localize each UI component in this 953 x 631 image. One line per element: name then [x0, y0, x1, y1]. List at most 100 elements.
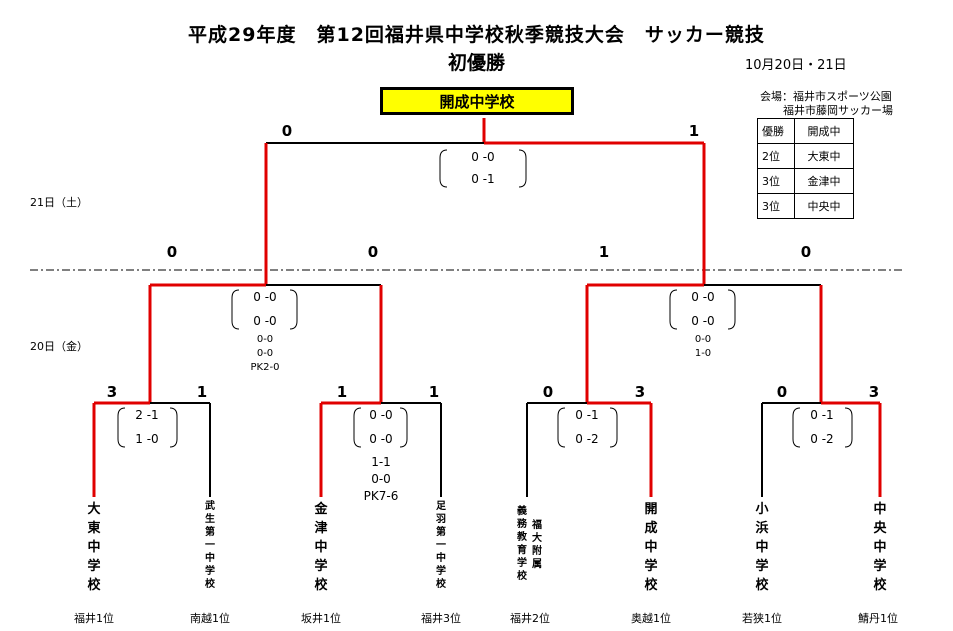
results-table: 優勝開成中 2位大東中 3位金津中 3位中央中	[757, 118, 854, 219]
team-char: 羽	[436, 514, 446, 525]
result-team: 大東中	[794, 143, 854, 169]
qf3-right-score: 3	[634, 383, 646, 401]
team-char: 義	[517, 506, 527, 517]
team-char: 校	[873, 578, 887, 593]
team-chuo: 中央中学校	[870, 500, 890, 595]
team-qualifier: 坂井1位	[301, 612, 341, 625]
semi1-left-score: 0	[166, 243, 178, 261]
team-fukudai-col1: 福大附属	[530, 519, 544, 571]
team-char: 金	[314, 502, 328, 517]
qf2-half1: 0 -0	[369, 408, 393, 422]
semi1-extra-2: 0-0	[256, 348, 274, 359]
team-char: 第	[205, 527, 215, 538]
team-char: 中	[205, 553, 215, 564]
team-char: 学	[873, 559, 887, 574]
result-rank: 2位	[757, 143, 795, 169]
semi1-extra-pk: PK2-0	[250, 362, 280, 373]
final-half2: 0 -1	[471, 172, 495, 186]
team-char: 成	[644, 521, 658, 536]
qf4-half2: 0 -2	[810, 432, 834, 446]
team-char: 校	[436, 579, 446, 590]
results-row: 3位中央中	[757, 193, 854, 219]
final-right-score: 1	[688, 122, 700, 140]
team-char: 学	[314, 559, 328, 574]
semi1-half1: 0 -0	[253, 290, 277, 304]
semi2-extra-2: 1-0	[694, 348, 712, 359]
qf2-extra-2: 0-0	[371, 472, 391, 486]
team-char: 学	[517, 558, 527, 569]
team-qualifier: 福井2位	[510, 612, 550, 625]
qf3-left-score: 0	[542, 383, 554, 401]
team-char: 生	[205, 514, 215, 525]
team-char: 校	[644, 578, 658, 593]
team-char: 足	[436, 501, 446, 512]
team-char: 校	[517, 571, 527, 582]
score-brackets	[117, 149, 853, 448]
result-team: 中央中	[794, 193, 854, 219]
team-char: 中	[87, 540, 101, 555]
qf3-half1: 0 -1	[575, 408, 599, 422]
team-char: 武	[205, 501, 215, 512]
team-qualifier: 福井1位	[74, 612, 114, 625]
team-fukudai-col2: 義務教育学校	[515, 505, 529, 583]
team-kanazu: 金津中学校	[311, 500, 331, 595]
qf1-left-score: 3	[106, 383, 118, 401]
team-char: 校	[755, 578, 769, 593]
team-char: 中	[873, 540, 887, 555]
qf4-right-score: 3	[868, 383, 880, 401]
qf1-half1: 2 -1	[135, 408, 159, 422]
semi2-extra-1: 0-0	[694, 334, 712, 345]
team-kaisei: 開成中学校	[641, 500, 661, 595]
team-char: 務	[517, 519, 527, 530]
qf3-half2: 0 -2	[575, 432, 599, 446]
team-char: 学	[755, 559, 769, 574]
results-row: 優勝開成中	[757, 118, 854, 144]
result-rank: 3位	[757, 193, 795, 219]
team-char: 校	[205, 579, 215, 590]
qf1-half2: 1 -0	[135, 432, 159, 446]
semi1-half2: 0 -0	[253, 314, 277, 328]
team-takefu-daiichi: 武生第一中学校	[202, 500, 218, 591]
team-char: 中	[755, 540, 769, 555]
result-team: 開成中	[794, 118, 854, 144]
qf4-left-score: 0	[776, 383, 788, 401]
team-char: 中	[436, 553, 446, 564]
team-qualifier: 鯖丹1位	[858, 612, 898, 625]
page-title: 平成29年度 第12回福井県中学校秋季競技大会 サッカー競技	[188, 24, 765, 46]
semi2-right-score: 0	[800, 243, 812, 261]
team-char: 育	[517, 545, 527, 556]
team-char: 第	[436, 527, 446, 538]
team-char: 開	[644, 502, 658, 517]
semi1-extra-1: 0-0	[256, 334, 274, 345]
team-daito: 大東中学校	[84, 500, 104, 595]
team-char: 中	[873, 502, 887, 517]
team-char: 附	[532, 546, 542, 557]
team-obama: 小浜中学校	[752, 500, 772, 595]
qf2-extra-1: 1-1	[371, 455, 391, 469]
venue-line-1: 会場：福井市スポーツ公園	[760, 90, 892, 103]
team-qualifier: 奥越1位	[631, 612, 671, 625]
team-char: 一	[205, 540, 215, 551]
team-char: 大	[87, 502, 101, 517]
team-char: 学	[87, 559, 101, 574]
team-char: 教	[517, 532, 527, 543]
team-char: 浜	[755, 521, 769, 536]
qf2-half2: 0 -0	[369, 432, 393, 446]
team-asuwa-daiichi: 足羽第一中学校	[433, 500, 449, 591]
qf2-extra-pk: PK7-6	[363, 489, 399, 503]
team-char: 校	[87, 578, 101, 593]
page-subtitle: 初優勝	[447, 52, 505, 74]
team-char: 学	[644, 559, 658, 574]
results-row: 2位大東中	[757, 143, 854, 169]
team-char: 大	[532, 533, 542, 544]
venue-line-2: 福井市藤岡サッカー場	[783, 104, 893, 117]
team-char: 福	[532, 520, 542, 531]
team-char: 学	[436, 566, 446, 577]
semi2-half1: 0 -0	[691, 290, 715, 304]
semi2-left-score: 1	[598, 243, 610, 261]
day-label-20: 20日（金）	[30, 340, 88, 353]
team-char: 小	[755, 502, 769, 517]
day-label-21: 21日（土）	[30, 196, 88, 209]
team-char: 一	[436, 540, 446, 551]
